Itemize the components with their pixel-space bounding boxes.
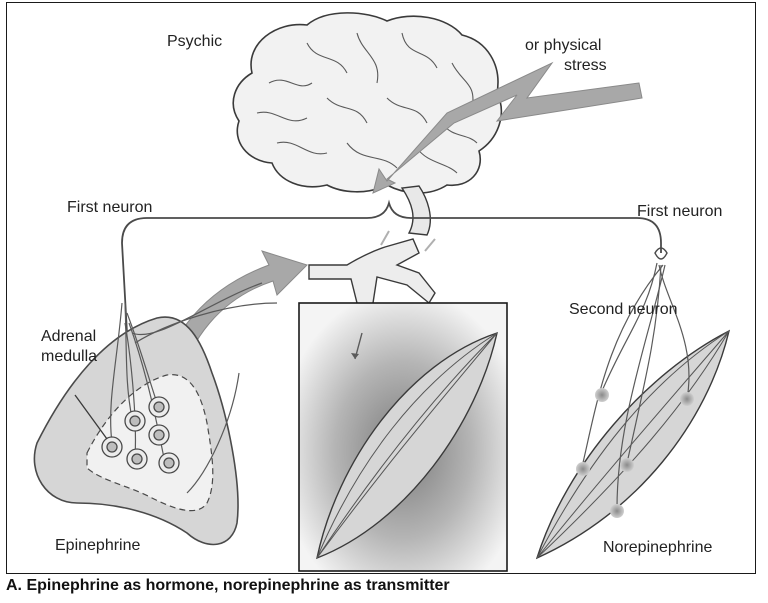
label-epinephrine: Epinephrine bbox=[55, 537, 140, 555]
label-physical-stress-1: or physical bbox=[525, 37, 601, 55]
label-second-neuron: Second neuron bbox=[569, 301, 678, 319]
label-first-neuron-left: First neuron bbox=[67, 199, 152, 217]
brain bbox=[233, 13, 501, 235]
label-first-neuron-right: First neuron bbox=[637, 203, 722, 221]
label-psychic: Psychic bbox=[167, 33, 222, 51]
diagram-figure: Psychic or physical stress First neuron … bbox=[6, 2, 756, 574]
label-adrenal: Adrenal bbox=[41, 328, 96, 346]
label-norepinephrine: Norepinephrine bbox=[603, 539, 712, 557]
muscle-box-hormone bbox=[299, 303, 507, 571]
figure-caption: A. Epinephrine as hormone, norepinephrin… bbox=[6, 577, 450, 595]
label-physical-stress-2: stress bbox=[564, 57, 607, 75]
diagram-canvas bbox=[7, 3, 757, 575]
label-medulla: medulla bbox=[41, 348, 97, 366]
